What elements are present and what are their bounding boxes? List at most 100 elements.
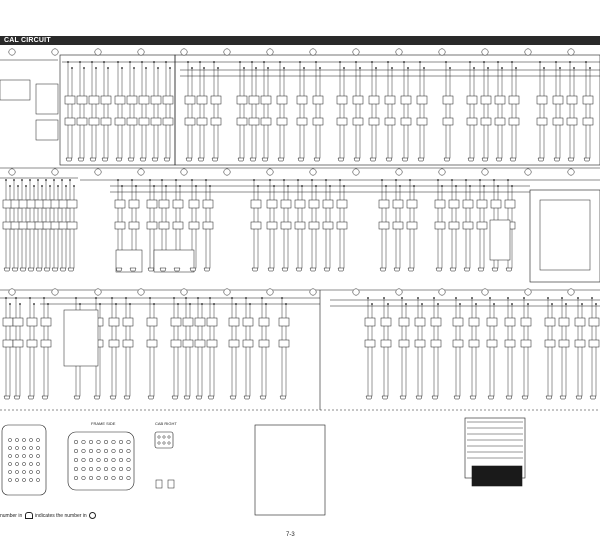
junction-dot	[385, 185, 387, 187]
connector-block	[336, 95, 348, 105]
connector-block	[400, 95, 412, 105]
junction-dot	[299, 61, 301, 63]
connector-block	[40, 317, 52, 327]
junction-dot	[405, 303, 407, 305]
junction-dot	[507, 297, 509, 299]
connector-block	[122, 317, 134, 327]
junction-dot	[421, 303, 423, 305]
junction-dot	[49, 185, 51, 187]
junction-dot	[185, 297, 187, 299]
junction-dot	[437, 303, 439, 305]
grid-reference-marker	[309, 288, 317, 296]
connector-pin	[15, 470, 19, 474]
connector-block	[66, 221, 78, 230]
connector-block	[12, 339, 24, 348]
connector-block	[466, 95, 478, 105]
component-housing	[153, 249, 195, 273]
connector-pin	[126, 439, 131, 445]
junction-dot	[501, 67, 503, 69]
connector-block	[128, 221, 140, 230]
junction-dot	[9, 303, 11, 305]
junction-dot	[329, 185, 331, 187]
connector-block	[442, 117, 454, 126]
ground-symbol	[27, 267, 35, 272]
grid-reference-marker	[438, 48, 446, 56]
junction-dot	[79, 61, 81, 63]
junction-dot	[107, 67, 109, 69]
connector-pin	[73, 448, 79, 454]
junction-dot	[493, 303, 495, 305]
grid-reference-marker	[481, 288, 489, 296]
connector-block	[276, 117, 288, 126]
junction-dot	[135, 185, 137, 187]
connector-block	[188, 221, 200, 230]
ground-symbol	[467, 157, 475, 162]
ground-symbol	[19, 267, 27, 272]
junction-dot	[585, 61, 587, 63]
ground-symbol	[65, 157, 73, 162]
junction-dot	[297, 179, 299, 181]
connector-block	[352, 117, 364, 126]
junction-dot	[433, 297, 435, 299]
junction-dot	[473, 67, 475, 69]
junction-dot	[203, 67, 205, 69]
connector-block	[66, 199, 78, 209]
connector-block	[88, 117, 100, 126]
grid-reference-marker	[94, 48, 102, 56]
connector-block	[12, 317, 24, 327]
ground-symbol	[583, 157, 591, 162]
connector-block	[100, 117, 112, 126]
connector-block	[466, 117, 478, 126]
connector-pin	[29, 462, 33, 466]
grid-reference-marker	[8, 288, 16, 296]
connector-block	[108, 339, 120, 348]
junction-dot	[153, 303, 155, 305]
connector-pin	[111, 448, 116, 454]
junction-dot	[125, 297, 127, 299]
connector-block	[398, 317, 410, 327]
ground-symbol	[369, 157, 377, 162]
junction-dot	[419, 61, 421, 63]
legend-note: number in indicates the number in	[0, 512, 97, 519]
junction-dot	[469, 61, 471, 63]
junction-dot	[449, 67, 451, 69]
grid-reference-marker	[137, 168, 145, 176]
junction-dot	[465, 179, 467, 181]
connector-pin	[73, 439, 79, 445]
connector-block	[202, 221, 214, 230]
junction-dot	[149, 179, 151, 181]
junction-dot	[239, 61, 241, 63]
ground-symbol	[509, 157, 517, 162]
ground-symbol	[237, 157, 245, 162]
junction-dot	[489, 297, 491, 299]
section-frame-a	[59, 54, 176, 166]
ground-symbol	[197, 157, 205, 162]
ground-symbol	[477, 267, 485, 272]
connector-block	[88, 95, 100, 105]
junction-dot	[261, 297, 263, 299]
grid-reference-marker	[180, 168, 188, 176]
ground-symbol	[147, 267, 155, 272]
connector-block	[40, 339, 52, 348]
ground-symbol	[207, 395, 215, 400]
connector-block	[236, 95, 248, 105]
connector-pin	[96, 466, 101, 472]
junction-dot	[177, 303, 179, 305]
junction-dot	[19, 303, 21, 305]
connector-pin	[111, 457, 116, 463]
junction-dot	[95, 67, 97, 69]
junction-dot	[343, 185, 345, 187]
ground-symbol	[277, 157, 285, 162]
component-housing	[63, 309, 99, 367]
ground-symbol	[443, 157, 451, 162]
connector-pin	[29, 438, 33, 442]
ground-symbol	[59, 267, 67, 272]
junction-dot	[559, 67, 561, 69]
connector-block	[150, 117, 162, 126]
junction-dot	[117, 61, 119, 63]
frame-side-connector-view	[67, 431, 135, 491]
grid-reference-marker	[223, 168, 231, 176]
ground-symbol	[41, 395, 49, 400]
junction-dot	[41, 185, 43, 187]
junction-dot	[407, 67, 409, 69]
